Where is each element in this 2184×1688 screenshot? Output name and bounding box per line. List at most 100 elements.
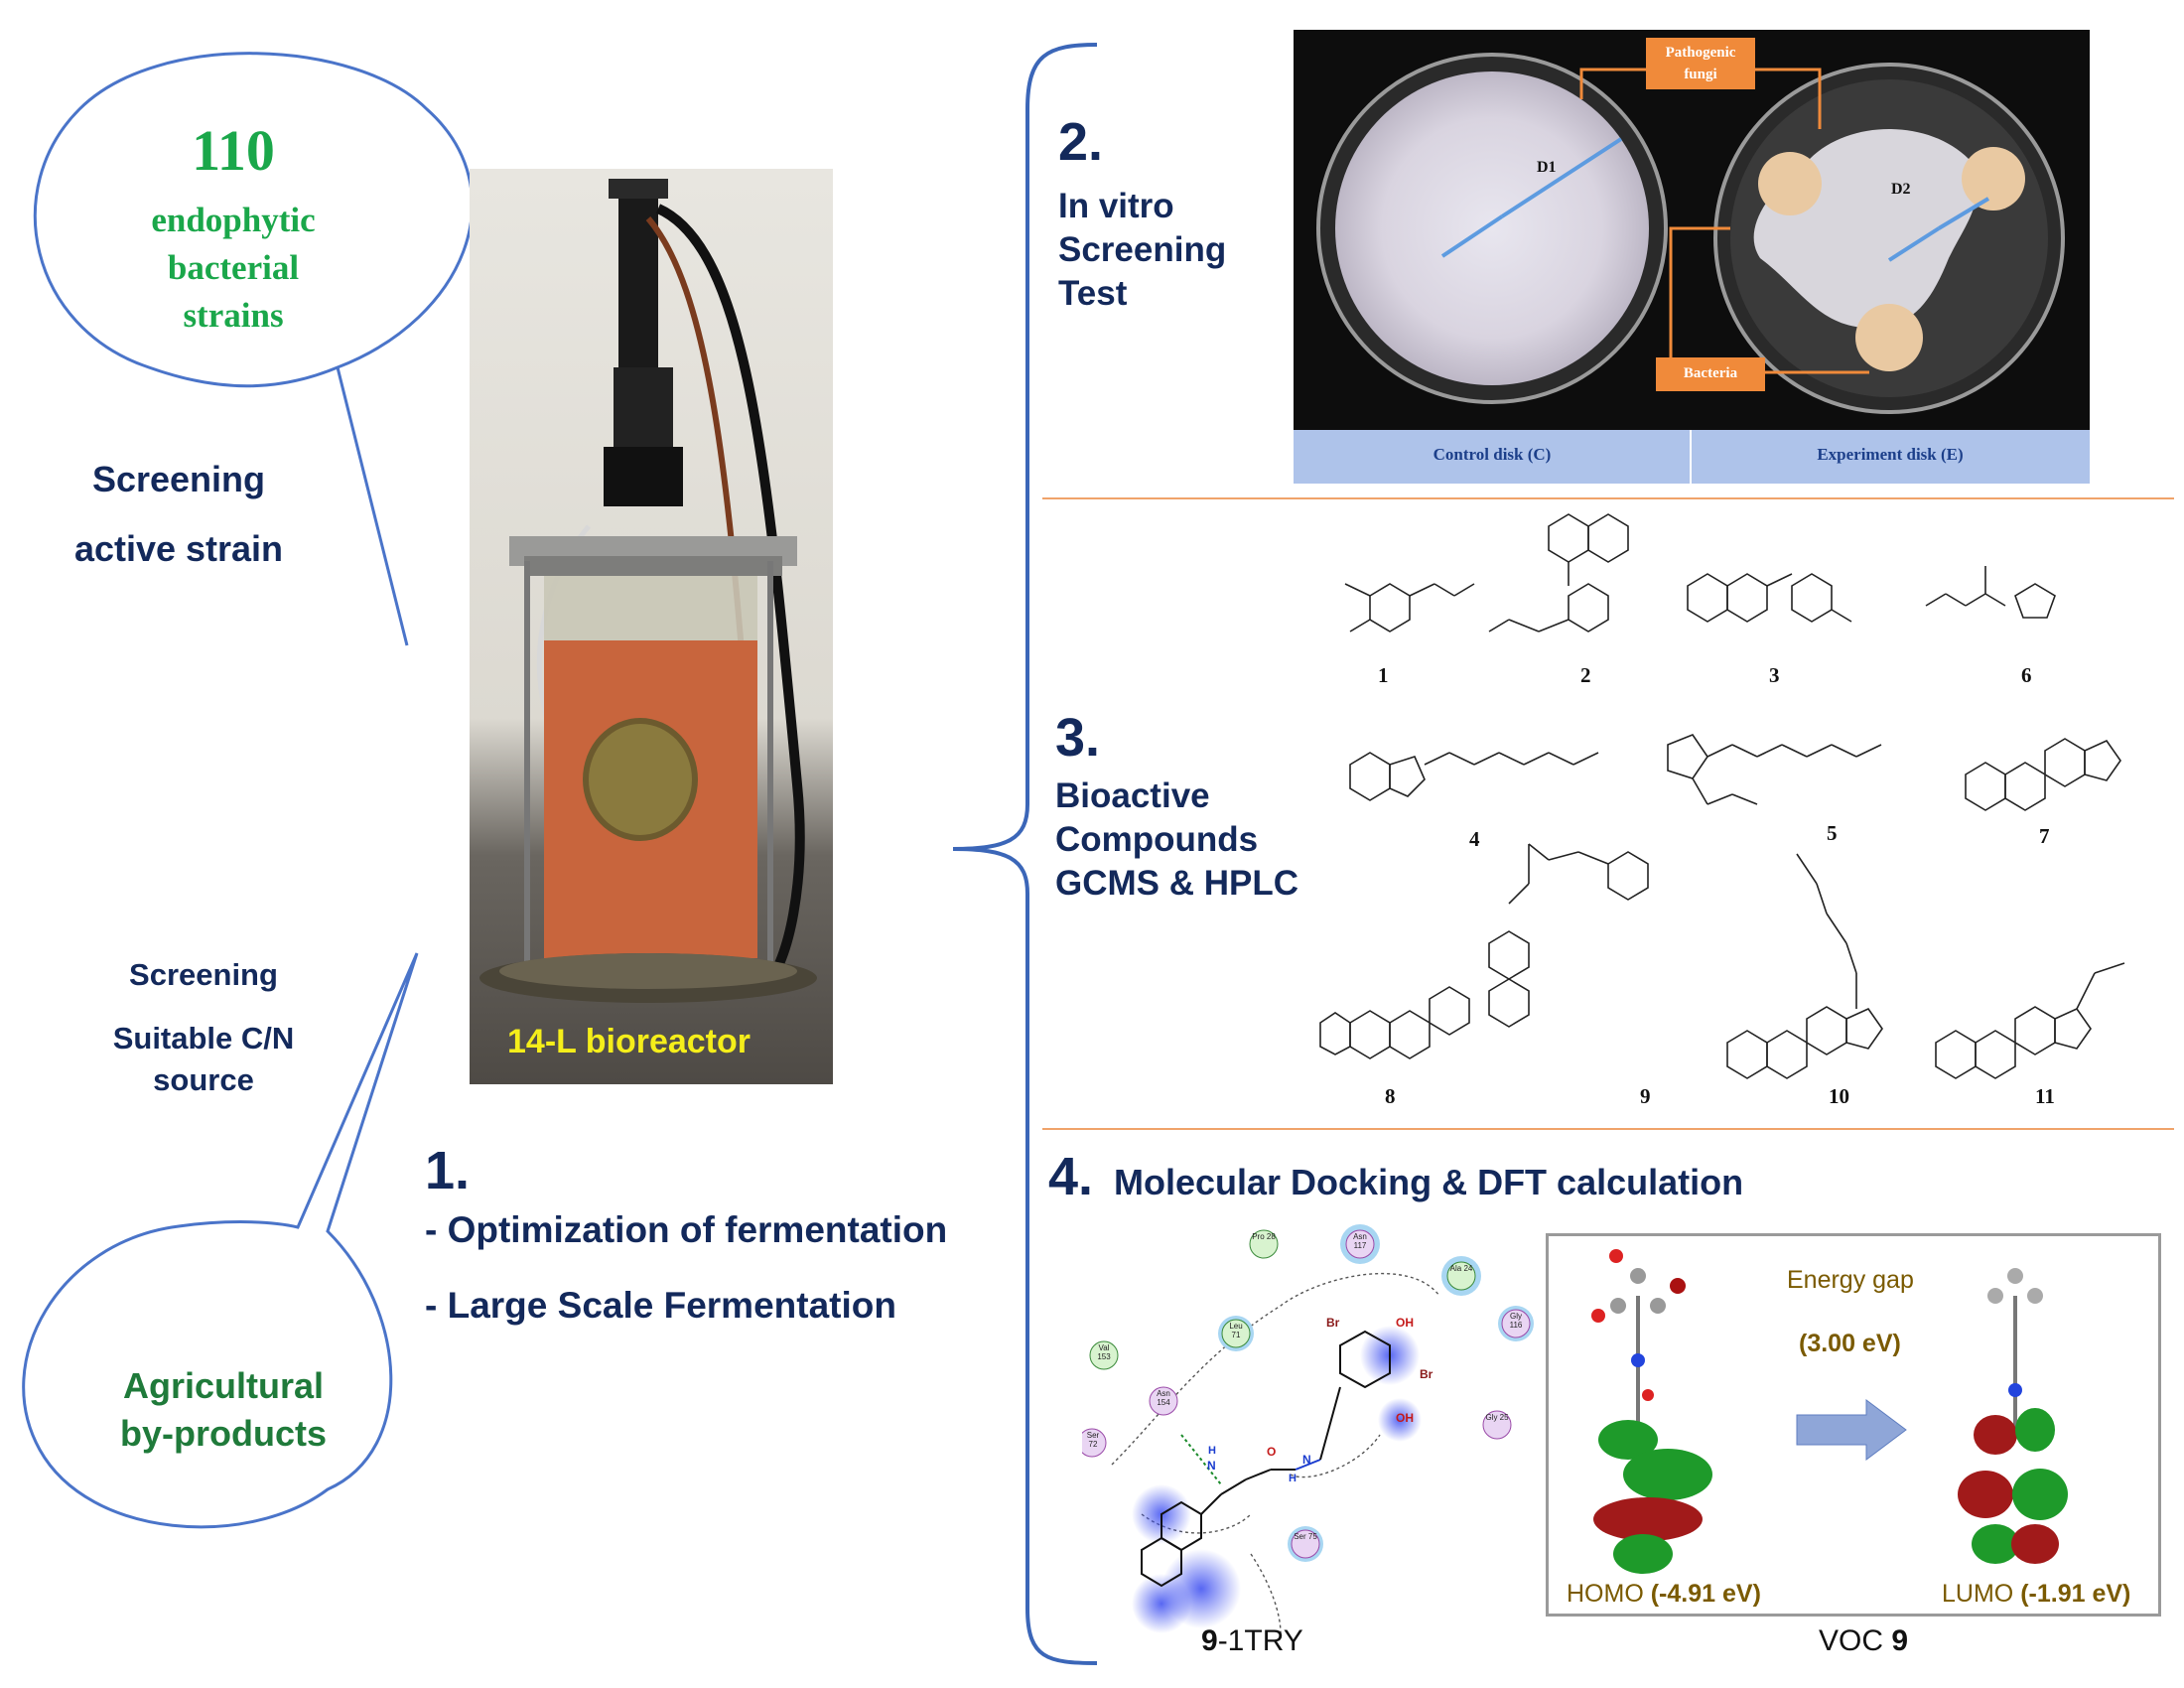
compound-number-5: 5 — [1827, 821, 1838, 845]
step-2-text: In vitro Screening Test — [1058, 185, 1226, 316]
atom-h-1: H — [1208, 1445, 1216, 1457]
bioreactor-label: 14-L bioreactor — [507, 1023, 751, 1060]
step-1-item-2: - Large Scale Fermentation — [425, 1285, 896, 1326]
atom-oh-2: OH — [1396, 1411, 1414, 1425]
atom-h-2: H — [1289, 1473, 1297, 1484]
step-4-title: Molecular Docking & DFT calculation — [1114, 1162, 1744, 1202]
experiment-disk-label: Experiment disk (E) — [1817, 445, 1964, 464]
petri-dishes — [1294, 38, 2090, 484]
compound-number-6: 6 — [2021, 663, 2032, 687]
atom-n-2: N — [1302, 1453, 1311, 1467]
compound-structures — [1319, 513, 2125, 1079]
agri-line-2: by-products — [119, 1413, 327, 1454]
step-1-number: 1. — [425, 1141, 471, 1200]
compound-9-structure — [1488, 843, 1649, 1028]
lumo-label: LUMO — [1942, 1580, 2014, 1608]
curly-brace — [952, 43, 1098, 1665]
step-2-line-3: Test — [1058, 274, 1128, 313]
voc-number: 9 — [1891, 1624, 1909, 1657]
compound-3-structure — [1687, 573, 1852, 623]
energy-gap-value: (3.00 eV) — [1799, 1330, 1901, 1357]
pathogenic-fungi-label: Pathogenic fungi — [1646, 42, 1755, 85]
residue-gly116: Gly 116 — [1509, 1312, 1523, 1330]
step-3-line-1: Bioactive — [1055, 776, 1210, 815]
compound-6-structure — [1925, 566, 2056, 619]
control-disk-label: Control disk (C) — [1433, 445, 1552, 464]
agricultural-byproducts: Agricultural by-products — [60, 1362, 387, 1458]
atom-br-1: Br — [1326, 1316, 1340, 1330]
strain-description: endophytic bacterial strains — [89, 197, 377, 340]
compound-number-11: 11 — [2035, 1084, 2055, 1108]
residue-ala24: Ala 24 — [1449, 1264, 1473, 1273]
residue-val153: Val 153 — [1097, 1343, 1111, 1361]
compound-number-9: 9 — [1640, 1084, 1651, 1108]
lumo-text: LUMO (-1.91 eV) — [1942, 1580, 2130, 1609]
docking-caption-rest: -1TRY — [1217, 1624, 1303, 1657]
compound-number-10: 10 — [1829, 1084, 1849, 1108]
bacteria-label: Bacteria — [1683, 365, 1738, 381]
bioreactor-photo: 14-L bioreactor — [470, 169, 833, 1084]
pathogen-line-1: Pathogenic — [1665, 45, 1736, 61]
compound-number-8: 8 — [1385, 1084, 1396, 1108]
d2-label: D2 — [1891, 181, 1911, 198]
compound-8-structure — [1319, 986, 1470, 1059]
d1-label: D1 — [1537, 159, 1557, 176]
step-4-number: 4. — [1048, 1147, 1094, 1206]
residue-ser75: Ser 75 — [1294, 1532, 1317, 1541]
compound-5-structure — [1667, 734, 1882, 805]
dft-orbitals — [1591, 1249, 2068, 1574]
dft-panel: Energy gap (3.00 eV) HOMO (-4.91 eV) LUM… — [1546, 1233, 2161, 1617]
agri-line-1: Agricultural — [122, 1365, 325, 1406]
energy-gap-label: Energy gap — [1787, 1266, 1914, 1294]
voc-label: VOC — [1819, 1624, 1884, 1657]
lumo-value: (-1.91 eV) — [2020, 1580, 2131, 1608]
bioreactor-illustration — [479, 179, 817, 1003]
docking-diagram: Pro 28 Asn 117 Ala 24 Leu 71 Gly 116 Val… — [1077, 1216, 1539, 1643]
residue-gly25: Gly 25 — [1485, 1413, 1509, 1422]
bottom-speech-bubble — [22, 952, 419, 1529]
atom-n-1: N — [1207, 1459, 1216, 1473]
compound-10-structure — [1726, 853, 1883, 1079]
petri-dish-photo: Pathogenic fungi Bacteria D1 D2 Control … — [1294, 30, 2090, 484]
screening-cn-line-1: Screening — [129, 957, 278, 992]
step-2-number: 2. — [1058, 112, 1104, 172]
compound-1-structure — [1344, 583, 1475, 633]
step-1-item-1: - Optimization of fermentation — [425, 1209, 948, 1250]
atom-br-2: Br — [1420, 1367, 1433, 1381]
screening-cn-line-3: source — [153, 1062, 254, 1097]
step-3-line-2: Compounds — [1055, 820, 1259, 859]
residue-asn117: Asn 117 — [1353, 1232, 1367, 1250]
step-3-number: 3. — [1055, 708, 1101, 768]
residue-ser72: Ser 72 — [1086, 1431, 1100, 1449]
strain-line-3: strains — [183, 296, 284, 335]
compound-number-4: 4 — [1469, 827, 1480, 851]
strain-line-2: bacterial — [167, 248, 300, 287]
step-3-line-3: GCMS & HPLC — [1055, 864, 1298, 903]
step-3-text: Bioactive Compounds GCMS & HPLC — [1055, 774, 1298, 906]
compound-7-structure — [1965, 738, 2121, 811]
homo-value: (-4.91 eV) — [1650, 1580, 1761, 1608]
strain-line-1: endophytic — [151, 201, 316, 239]
compound-number-3: 3 — [1769, 663, 1780, 687]
compound-11-structure — [1935, 962, 2125, 1079]
residue-asn154: Asn 154 — [1157, 1389, 1170, 1407]
compound-4-structure — [1349, 752, 1599, 801]
compound-number-2: 2 — [1580, 663, 1591, 687]
docking-caption: 9-1TRY — [1201, 1624, 1303, 1658]
docking-illustration — [1077, 1224, 1534, 1634]
atom-oh-1: OH — [1396, 1316, 1414, 1330]
homo-label: HOMO — [1567, 1580, 1644, 1608]
residue-leu71: Leu 71 — [1229, 1322, 1243, 1339]
atom-o: O — [1267, 1445, 1277, 1459]
compound-2-structure — [1488, 513, 1629, 633]
voc-caption: VOC 9 — [1819, 1624, 1908, 1658]
compound-number-7: 7 — [2039, 824, 2050, 848]
strain-count: 110 — [192, 118, 275, 183]
step-2-line-2: Screening — [1058, 230, 1227, 269]
section-brace-and-dividers — [952, 43, 2174, 1665]
screening-cn-line-2: Suitable C/N — [112, 1021, 295, 1055]
residue-pro28: Pro 28 — [1252, 1232, 1276, 1241]
screening-active-line-1: Screening — [91, 459, 266, 499]
screening-active-line-2: active strain — [73, 528, 284, 569]
pathogen-line-2: fungi — [1684, 67, 1717, 82]
